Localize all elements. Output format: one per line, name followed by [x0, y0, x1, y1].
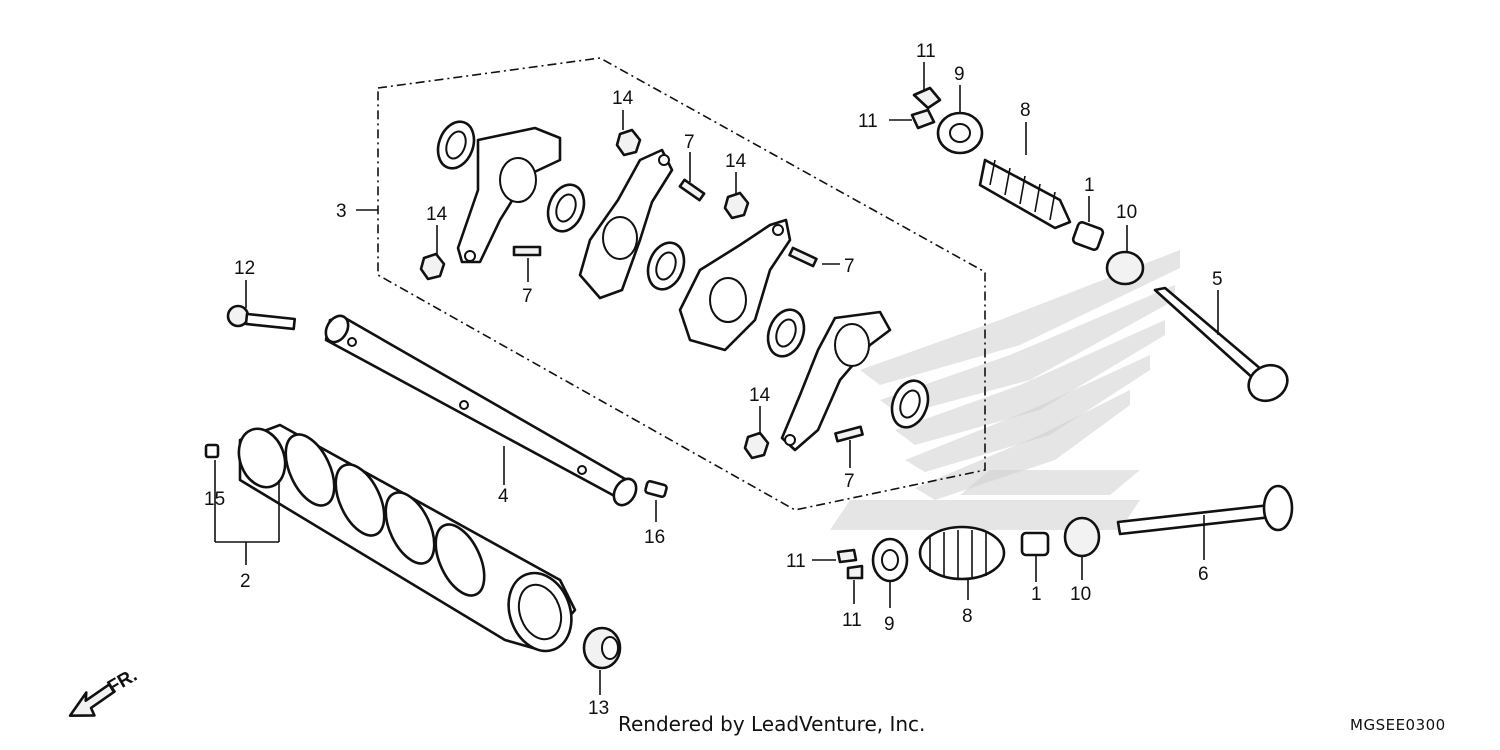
rocker-arm-4: [780, 310, 892, 452]
diagram-code: MGSEE0300: [1350, 716, 1446, 734]
callout-16: 16: [644, 527, 665, 548]
rocker-arm-2: [578, 148, 674, 300]
callout-14: 14: [426, 204, 448, 225]
callout-1: 1: [1031, 584, 1042, 605]
upper-valve-train: [910, 86, 1289, 403]
callout-15: 15: [204, 489, 225, 510]
callout-6: 6: [1198, 564, 1209, 585]
callout-1: 1: [1084, 175, 1095, 196]
callout-7: 7: [684, 132, 695, 153]
callout-3: 3: [336, 201, 347, 222]
callout-14: 14: [725, 151, 747, 172]
rocker-shaft-bolt: [226, 304, 297, 331]
callout-4: 4: [498, 486, 509, 507]
callout-12: 12: [234, 258, 255, 279]
callout-7: 7: [844, 471, 855, 492]
lower-valve-train: [836, 484, 1294, 583]
rocker-arm-shaft: [324, 314, 638, 507]
callout-10: 10: [1116, 202, 1137, 223]
rocker-arm-3: [678, 218, 792, 352]
dowel-pins: [204, 443, 668, 499]
callout-labels: 11 11 9 8 1 10 5 14 14 14 14 7 7 7 7 3 1…: [204, 41, 1223, 719]
callout-5: 5: [1212, 269, 1223, 290]
callout-2: 2: [240, 571, 251, 592]
callout-9: 9: [954, 64, 965, 85]
callout-11: 11: [858, 111, 878, 132]
front-direction-arrow: FR.: [68, 665, 141, 717]
honda-wing-watermark: [830, 250, 1180, 530]
lock-nuts: [419, 128, 770, 460]
callout-14: 14: [749, 385, 771, 406]
rocker-arm-1: [456, 126, 562, 264]
callout-7: 7: [522, 286, 533, 307]
callout-14: 14: [612, 88, 634, 109]
wave-washers: [436, 120, 930, 429]
callout-11: 11: [916, 41, 936, 62]
leader-lines: [214, 62, 1219, 695]
callout-7: 7: [844, 256, 855, 277]
callout-10: 10: [1070, 584, 1091, 605]
callout-8: 8: [962, 606, 973, 627]
cam-bearing: [582, 626, 622, 670]
callout-11: 11: [786, 551, 806, 572]
callout-11: 11: [842, 610, 862, 631]
render-credit: Rendered by LeadVenture, Inc.: [618, 712, 926, 736]
camshaft: [237, 423, 577, 653]
adjusting-screws: [512, 178, 864, 443]
callout-8: 8: [1020, 100, 1031, 121]
assembly-boundary: [377, 57, 986, 511]
callout-13: 13: [588, 698, 609, 719]
callout-9: 9: [884, 614, 895, 635]
